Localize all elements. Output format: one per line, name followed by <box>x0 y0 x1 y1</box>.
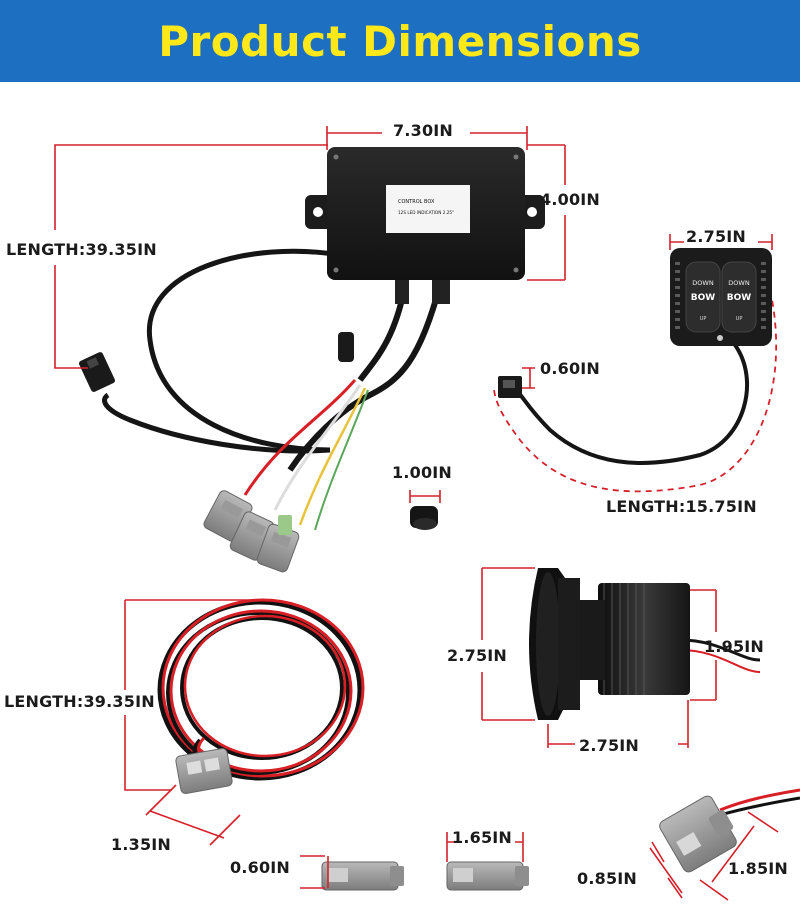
power-cable-connector <box>175 748 233 794</box>
switch-panel-cable-dashed <box>493 289 778 493</box>
small-connector-1 <box>321 861 404 891</box>
pigtail-dimension-lines <box>649 811 779 901</box>
switch-panel-group: DOWN BOW UP DOWN BOW UP <box>493 248 778 493</box>
control-box-label-plate <box>386 185 470 233</box>
socket-thread-label: 1.95IN <box>704 637 765 656</box>
control-box-cable-length-label: LENGTH:39.35IN <box>6 240 157 259</box>
switch-cable-length-label: LENGTH:15.75IN <box>606 497 757 516</box>
small-connector-length-label: 1.65IN <box>452 828 513 847</box>
control-box-cable-main <box>146 248 341 453</box>
control-box-wire-red <box>243 379 357 496</box>
switch-left-bow-label: BOW <box>691 293 716 303</box>
switch-left-up-label: UP <box>700 316 707 322</box>
small-connector-2 <box>446 861 529 891</box>
pigtail-length-label: 1.85IN <box>728 859 789 878</box>
control-box-inline-connector <box>79 352 115 392</box>
control-box-wire-green <box>314 389 369 531</box>
end-cap-size-label: 1.00IN <box>392 463 453 482</box>
switch-right-bow-label: BOW <box>727 293 752 303</box>
small-connector-height-label: 0.60IN <box>230 858 291 877</box>
socket-flange-label: 2.75IN <box>447 646 508 665</box>
control-box-height-label: 4.00IN <box>540 190 601 209</box>
control-box-dt-connector-3 <box>256 523 300 573</box>
switch-panel-cable <box>516 343 750 465</box>
power-cable-length-label: LENGTH:39.35IN <box>4 692 155 711</box>
pigtail-height-label: 0.85IN <box>577 869 638 888</box>
power-cable-dimension-lines <box>124 599 255 846</box>
small-connector-1-dimension-line <box>300 855 329 889</box>
small-connector-2-dimension-line <box>446 832 524 862</box>
switch-right-down-label: DOWN <box>728 279 750 287</box>
switch-left-down-label: DOWN <box>692 279 714 287</box>
switch-right-up-label: UP <box>736 316 743 322</box>
switch-connector-size-label: 0.60IN <box>540 359 601 378</box>
control-box-wire-white <box>273 384 362 511</box>
power-connector-size-label: 1.35IN <box>111 835 172 854</box>
mounting-socket-group <box>529 568 761 720</box>
control-box-label-line2: 12S LED INDICATION 2.25" <box>398 210 454 215</box>
end-cap-group <box>409 490 441 530</box>
control-box-label-line1: CONTROL BOX <box>398 199 435 205</box>
switch-panel-width-label: 2.75IN <box>686 227 747 246</box>
title-banner: Product Dimensions <box>0 0 800 82</box>
mounting-socket-dimension-lines <box>481 567 717 748</box>
control-box-dimension-lines <box>54 126 566 369</box>
switch-panel-dimension-lines <box>522 234 773 389</box>
page-title: Product Dimensions <box>158 16 642 66</box>
switch-panel-body <box>670 248 772 346</box>
socket-depth-label: 2.75IN <box>579 736 640 755</box>
control-box-group: CONTROL BOX 12S LED INDICATION 2.25" <box>79 147 545 573</box>
pigtail-connector-group <box>659 788 800 873</box>
power-cable-group <box>157 598 365 781</box>
control-box-cable-right <box>287 284 443 472</box>
control-box-width-label: 7.30IN <box>393 121 454 140</box>
end-cap-dimension-line <box>409 490 441 503</box>
control-box-wire-yellow <box>298 387 367 526</box>
product-illustration: CONTROL BOX 12S LED INDICATION 2.25" DOW… <box>54 126 800 901</box>
control-box-cable-loop <box>102 392 331 454</box>
